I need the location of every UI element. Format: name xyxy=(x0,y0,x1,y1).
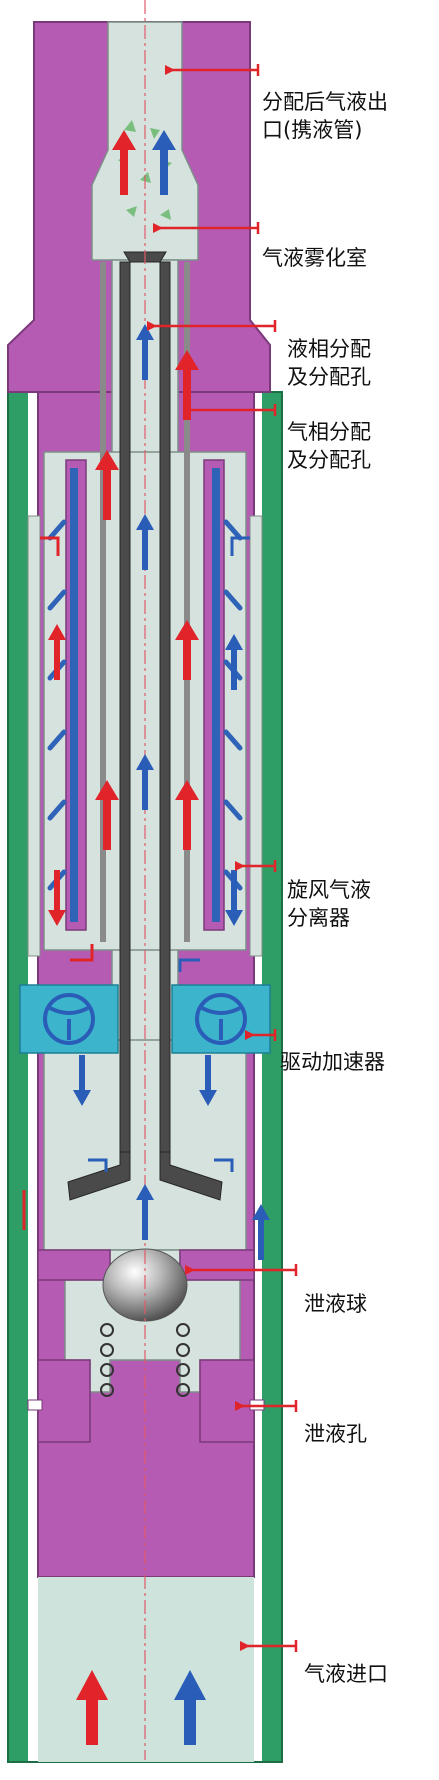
label-drain-ball: 泄液球 xyxy=(304,1292,367,1316)
inner-tubes xyxy=(67,251,223,1201)
label-liquid-distribution: 液相分配 及分配孔 xyxy=(287,337,371,389)
flow-arrows xyxy=(22,130,270,1745)
cyclone-separator xyxy=(27,459,263,957)
spring xyxy=(100,1323,190,1397)
leader-lines xyxy=(147,64,298,1652)
label-outlet: 分配后气液出 口(携液管) xyxy=(262,90,388,142)
label-atomizer: 气液雾化室 xyxy=(262,246,367,270)
label-gas-distribution: 气相分配 及分配孔 xyxy=(287,420,371,472)
label-drive-accelerator: 驱动加速器 xyxy=(280,1050,385,1074)
drive-accelerator xyxy=(19,984,271,1054)
label-drain-hole: 泄液孔 xyxy=(304,1422,367,1446)
label-inlet: 气液进口 xyxy=(304,1662,388,1686)
label-cyclone-separator: 旋风气液 分离器 xyxy=(287,878,371,930)
